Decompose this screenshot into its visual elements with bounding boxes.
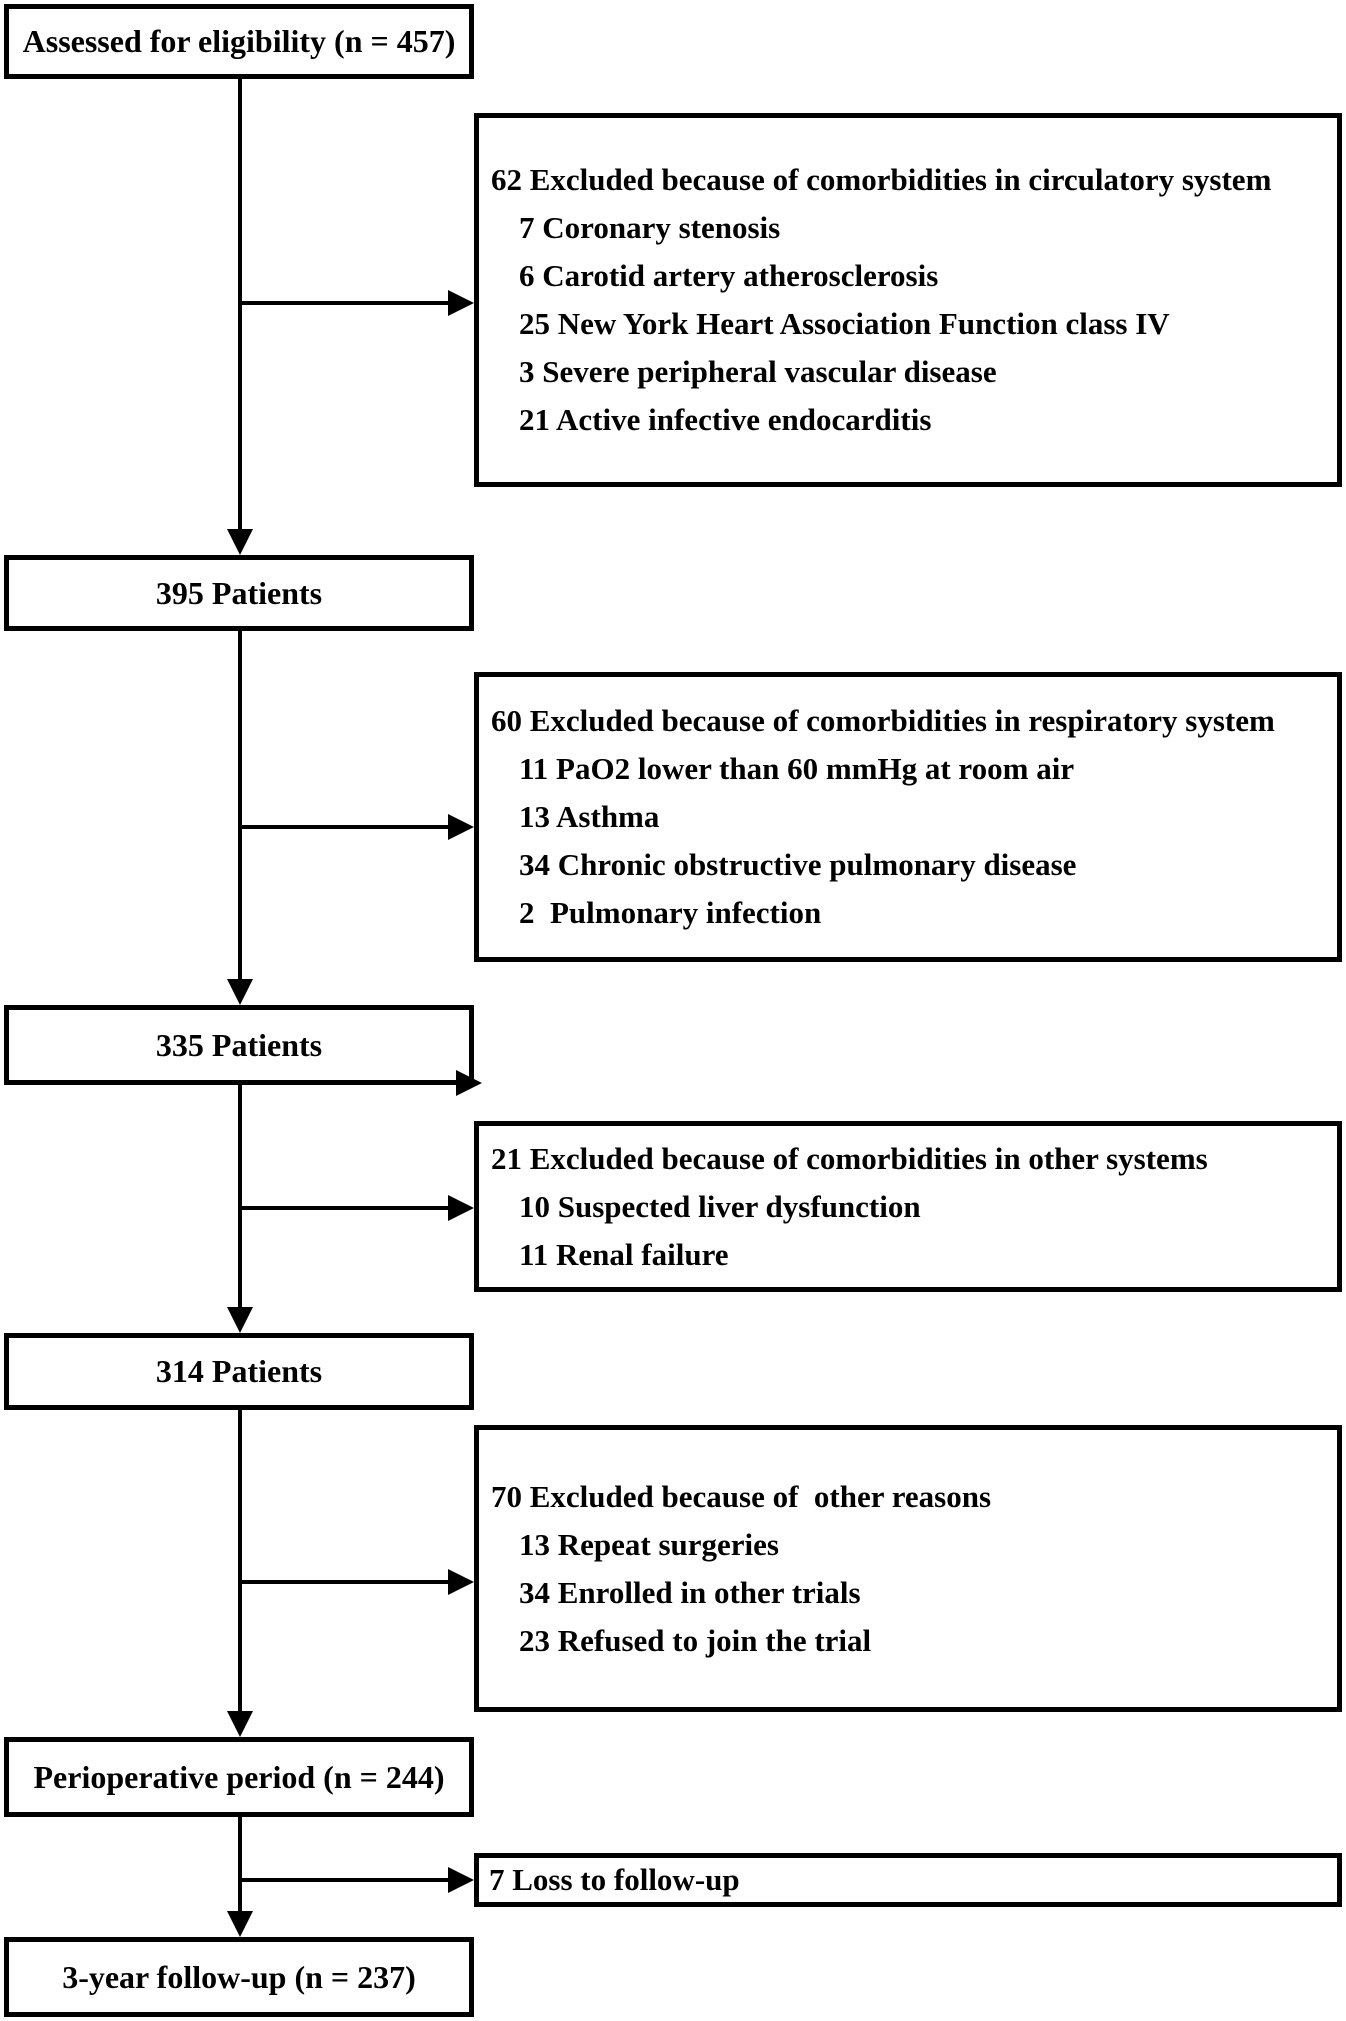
flow-box-label: 335 Patients bbox=[155, 1026, 323, 1063]
flow-box-label: Perioperative period (n = 244) bbox=[33, 1758, 445, 1795]
flow-box-label: 3-year follow-up (n = 237) bbox=[62, 1958, 416, 1995]
exclusion-box-respiratory-system: 60 Excluded because of comorbidities in … bbox=[474, 672, 1342, 962]
exclusion-item: 34 Chronic obstructive pulmonary disease bbox=[519, 847, 1077, 882]
flow-box-label: 314 Patients bbox=[155, 1353, 323, 1389]
arrowhead-right-to-other-reasons bbox=[448, 1569, 474, 1595]
exclusion-box-circulatory-system: 62 Excluded because of comorbidities in … bbox=[474, 113, 1342, 487]
exclusion-title: 62 Excluded because of comorbidities in … bbox=[491, 162, 1272, 197]
flow-box-395-patients: 395 Patients bbox=[4, 555, 474, 631]
arrowhead-right-to-other-systems bbox=[448, 1195, 474, 1221]
branch-line-respiratory bbox=[238, 825, 452, 829]
branch-line-other-systems bbox=[238, 1206, 452, 1210]
arrowhead-down-to-395-patients bbox=[227, 529, 253, 555]
exclusion-item: 13 Repeat surgeries bbox=[519, 1526, 779, 1562]
flow-box-335-patients: 335 Patients bbox=[4, 1005, 474, 1085]
arrowhead-right-to-circulatory bbox=[448, 290, 474, 316]
exclusion-item: 21 Active infective endocarditis bbox=[519, 402, 932, 437]
connector-line-vertical-5 bbox=[238, 1814, 242, 1915]
arrowhead-down-to-314-patients bbox=[227, 1307, 253, 1333]
branch-line-loss-to-follow-up bbox=[238, 1878, 452, 1882]
flow-box-perioperative-period: Perioperative period (n = 244) bbox=[4, 1737, 474, 1817]
exclusion-title: 21 Excluded because of comorbidities in … bbox=[491, 1140, 1208, 1176]
branch-line-circulatory bbox=[238, 301, 452, 305]
exclusion-item: 3 Severe peripheral vascular disease bbox=[519, 354, 997, 389]
exclusion-box-other-systems: 21 Excluded because of comorbidities in … bbox=[474, 1121, 1342, 1292]
exclusion-title: 70 Excluded because of other reasons bbox=[491, 1478, 992, 1514]
exclusion-item: 11 PaO2 lower than 60 mmHg at room air bbox=[519, 751, 1075, 786]
flow-box-label: 395 Patients bbox=[155, 574, 323, 611]
exclusion-item: 23 Refused to join the trial bbox=[519, 1622, 872, 1658]
exclusion-item: 13 Asthma bbox=[519, 799, 660, 834]
exclusion-item: 2 Pulmonary infection bbox=[519, 895, 822, 930]
flow-box-3-year-follow-up: 3-year follow-up (n = 237) bbox=[4, 1937, 474, 2017]
exclusion-item: 7 Coronary stenosis bbox=[519, 210, 781, 245]
exclusion-item: 11 Renal failure bbox=[519, 1236, 729, 1272]
flow-box-314-patients: 314 Patients bbox=[4, 1333, 474, 1410]
arrowhead-right-to-loss-to-follow-up bbox=[448, 1867, 474, 1893]
arrowhead-right-335-bottom-corner bbox=[456, 1070, 482, 1096]
arrowhead-down-to-perioperative bbox=[227, 1711, 253, 1737]
exclusion-box-loss-to-follow-up: 7 Loss to follow-up bbox=[474, 1853, 1342, 1907]
exclusion-title: 7 Loss to follow-up bbox=[489, 1862, 740, 1897]
arrowhead-down-to-335-patients bbox=[227, 979, 253, 1005]
exclusion-box-other-reasons: 70 Excluded because of other reasons 13 … bbox=[474, 1425, 1342, 1712]
exclusion-item: 10 Suspected liver dysfunction bbox=[519, 1188, 921, 1224]
flow-box-assessed-eligibility: Assessed for eligibility (n = 457) bbox=[4, 4, 474, 79]
branch-line-other-reasons bbox=[238, 1580, 452, 1584]
exclusion-item: 6 Carotid artery atherosclerosis bbox=[519, 258, 939, 293]
arrowhead-right-to-respiratory bbox=[448, 814, 474, 840]
connector-line-vertical-2 bbox=[238, 628, 242, 983]
exclusion-item: 34 Enrolled in other trials bbox=[519, 1574, 861, 1610]
flow-box-label: Assessed for eligibility (n = 457) bbox=[22, 23, 456, 59]
exclusion-item: 25 New York Heart Association Function c… bbox=[519, 306, 1170, 341]
arrowhead-down-to-3-year-follow-up bbox=[227, 1911, 253, 1937]
connector-line-vertical-3 bbox=[238, 1082, 242, 1311]
exclusion-title: 60 Excluded because of comorbidities in … bbox=[491, 703, 1275, 738]
connector-line-vertical-4 bbox=[238, 1407, 242, 1715]
